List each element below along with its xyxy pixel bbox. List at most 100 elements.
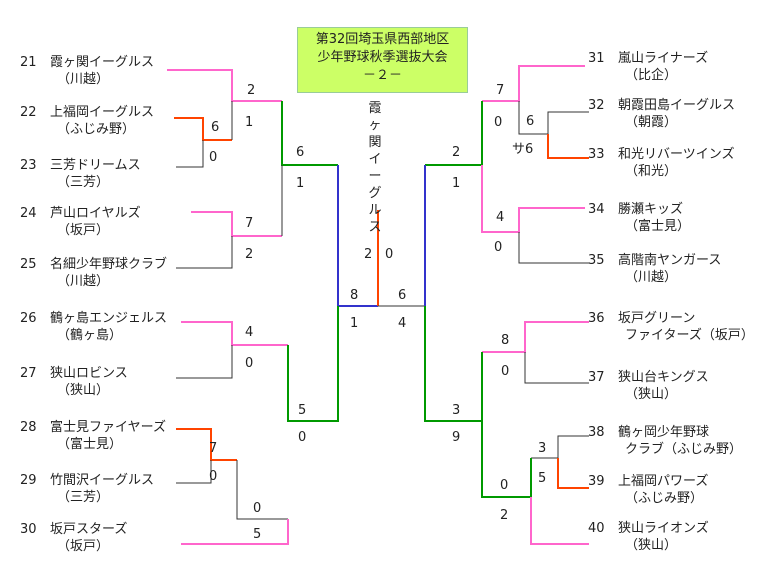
bracket-line — [481, 421, 532, 498]
bracket-line — [236, 460, 288, 520]
team-number: 23 — [20, 158, 37, 173]
team-area: （朝霞） — [625, 115, 678, 130]
score: 7 — [496, 83, 505, 98]
team-number: 27 — [20, 366, 37, 381]
bracket-line — [531, 435, 589, 459]
team-area: （川越） — [57, 72, 110, 87]
score: 0 — [494, 240, 503, 255]
bracket-line — [530, 497, 589, 545]
team-area: （坂戸） — [57, 539, 110, 554]
team-area: （ふじみ野） — [625, 491, 704, 506]
team-name: 竹間沢イーグルス — [50, 473, 155, 488]
score: 4 — [398, 316, 407, 331]
score: 0 — [253, 501, 262, 516]
champion-char: イ — [368, 152, 382, 167]
team-name: 和光リバーツインズ — [618, 147, 735, 162]
bracket-line — [482, 321, 589, 353]
bracket-line — [176, 236, 233, 269]
bracket-line — [281, 101, 338, 166]
team-area: （狭山） — [625, 538, 678, 553]
bracket-line — [518, 232, 589, 264]
score: 0 — [501, 364, 510, 379]
score: 6 — [526, 114, 535, 129]
score: 8 — [501, 333, 510, 348]
team-area: （狭山） — [625, 387, 678, 402]
score: 2 — [452, 145, 461, 160]
score: 5 — [538, 471, 547, 486]
bracket-line — [176, 428, 237, 461]
score: 0 — [494, 115, 503, 130]
score: 2 — [245, 247, 254, 262]
score: 2 — [247, 83, 256, 98]
team-number: 37 — [588, 370, 605, 385]
score: 7 — [245, 216, 254, 231]
team-number: 36 — [588, 311, 605, 326]
team-entry: 23 三芳ドリームス （三芳） — [20, 157, 141, 191]
team-area: （三芳） — [57, 175, 110, 190]
champion-char: ー — [368, 169, 382, 184]
score: 8 — [350, 288, 359, 303]
champion-char: グ — [368, 186, 382, 201]
score: サ6 — [512, 142, 534, 157]
bracket-line — [424, 306, 483, 422]
team-number: 32 — [588, 98, 605, 113]
bracket-line — [191, 211, 282, 237]
team-area: （富士見） — [57, 437, 123, 452]
score: 5 — [298, 403, 307, 418]
team-number: 24 — [20, 206, 37, 221]
team-area: （狭山） — [57, 383, 110, 398]
title-line-3: －２－ — [362, 68, 402, 83]
champion-char: ヶ — [368, 118, 382, 133]
team-number: 34 — [588, 202, 605, 217]
bracket-line — [181, 321, 288, 346]
team-area: （川越） — [57, 274, 110, 289]
team-name: 三芳ドリームス — [50, 158, 141, 173]
team-name: 名細少年野球クラブ — [50, 257, 168, 272]
team-name: 上福岡イーグルス — [50, 105, 155, 120]
bracket-line — [174, 117, 232, 141]
score: 3 — [538, 441, 547, 456]
tournament-title: 第32回埼玉県西部地区 少年野球秋季選抜大会 －２－ — [297, 27, 468, 93]
team-name: 狭山ライオンズ — [618, 521, 709, 536]
score: 6 — [398, 288, 407, 303]
score: 6 — [296, 145, 305, 160]
team-name: 霞ヶ関イーグルス — [50, 55, 155, 70]
team-area: ファイターズ（坂戸） — [625, 328, 754, 343]
score: 0 — [298, 430, 307, 445]
team-area: クラブ（ふじみ野） — [625, 442, 743, 457]
score: 0 — [209, 150, 218, 165]
score: 0 — [245, 356, 254, 371]
score: 1 — [350, 316, 359, 331]
team-area: （三芳） — [57, 490, 110, 505]
team-area: （比企） — [625, 68, 678, 83]
team-number: 31 — [588, 51, 605, 66]
team-number: 26 — [20, 311, 37, 326]
team-number: 29 — [20, 473, 37, 488]
team-number: 28 — [20, 420, 37, 435]
score: 2 — [364, 247, 373, 262]
team-name: 鶴ヶ島エンジェルス — [50, 311, 168, 326]
score: 2 — [500, 508, 509, 523]
team-number: 39 — [588, 474, 605, 489]
bracket-line — [176, 460, 212, 484]
score: 5 — [253, 527, 262, 542]
team-number: 40 — [588, 521, 605, 536]
team-number: 33 — [588, 147, 605, 162]
team-name: 鶴ヶ岡少年野球 — [618, 425, 710, 440]
team-name: 勝瀬キッズ — [618, 202, 684, 217]
team-name: 高階南ヤンガース — [618, 253, 722, 268]
score: 4 — [245, 325, 254, 340]
